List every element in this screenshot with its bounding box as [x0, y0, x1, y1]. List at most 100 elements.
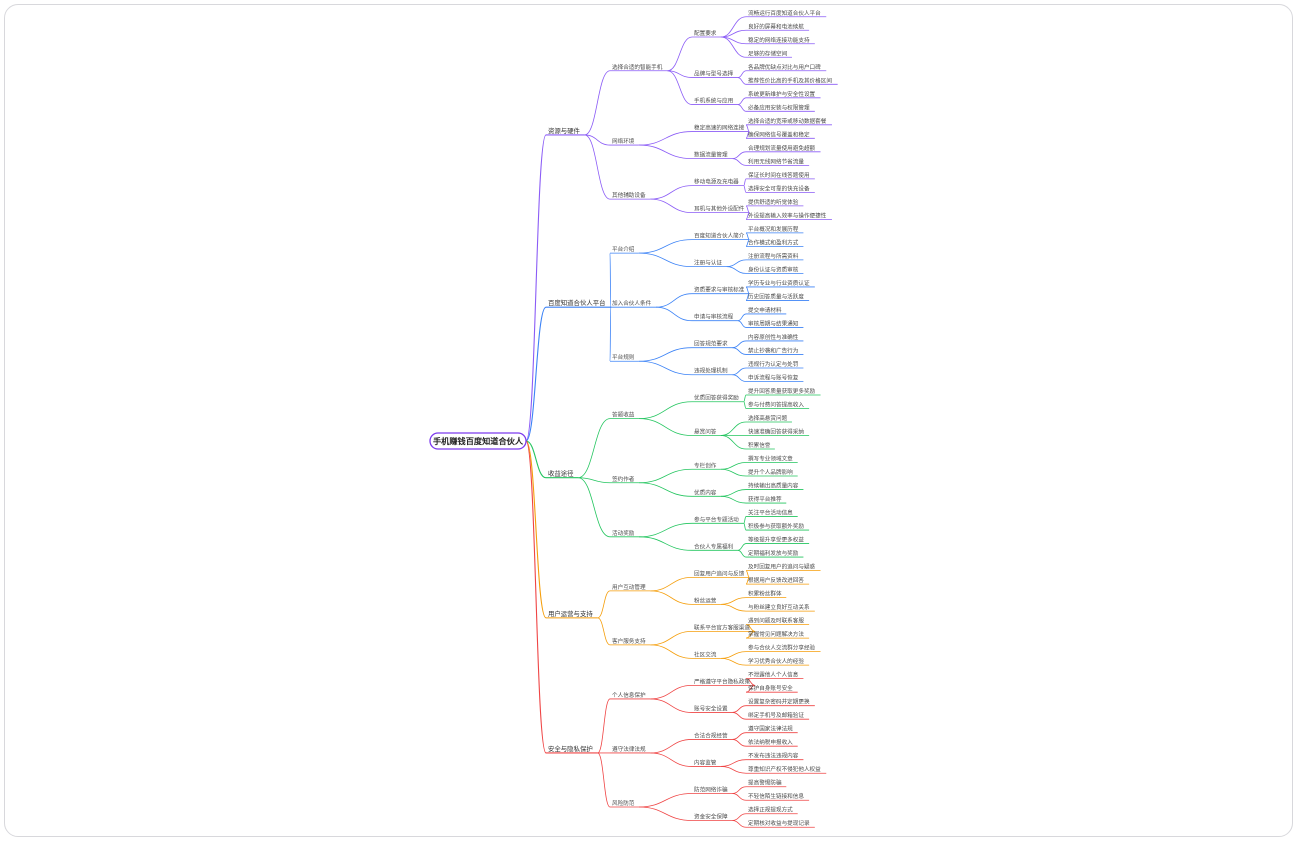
node-label[interactable]: 尊重知识产权不侵犯他人权益: [748, 765, 821, 773]
node-label[interactable]: 联系平台官方客服渠道: [694, 623, 750, 631]
node-label[interactable]: 历史回答质量与活跃度: [748, 292, 804, 300]
node-label[interactable]: 积累信誉: [748, 441, 771, 449]
node-label[interactable]: 合伙人专属福利: [694, 542, 734, 550]
node-label[interactable]: 稳定高速的网络连接: [694, 124, 745, 132]
node-label[interactable]: 提升个人品牌影响: [748, 468, 793, 476]
node-label[interactable]: 网络环境: [612, 137, 635, 145]
node-label[interactable]: 撰写专业领域文章: [748, 455, 793, 463]
node-label[interactable]: 优质内容: [694, 488, 717, 496]
node-label[interactable]: 设置复杂密码并定期更换: [748, 698, 810, 706]
node-label[interactable]: 风险防范: [612, 799, 635, 807]
node-label[interactable]: 答题收益: [612, 411, 635, 419]
node-label[interactable]: 获得平台推荐: [748, 495, 782, 503]
node-label[interactable]: 等级提升享受更多权益: [748, 536, 804, 544]
node-label[interactable]: 积累粉丝群体: [748, 590, 782, 598]
node-label[interactable]: 专栏创作: [694, 461, 717, 469]
node-label[interactable]: 系统更新维护与安全性设置: [748, 90, 816, 98]
node-label[interactable]: 品牌与型号选择: [694, 70, 734, 78]
node-label[interactable]: 足够的存储空间: [748, 49, 788, 57]
node-label[interactable]: 资金安全保障: [694, 812, 728, 820]
node-label[interactable]: 定期核对收益与提现记录: [748, 819, 810, 827]
node-label[interactable]: 悬赏问答: [694, 428, 717, 436]
node-label[interactable]: 平台介绍: [612, 245, 635, 253]
node-label[interactable]: 不泄露他人个人信息: [748, 671, 799, 679]
node-label[interactable]: 及时回复用户的追问与疑惑: [748, 563, 816, 571]
root-node[interactable]: [429, 432, 527, 450]
node-label[interactable]: 身份认证与资质审核: [748, 265, 799, 273]
node-label[interactable]: 选择正规提现方式: [748, 806, 793, 814]
node-label[interactable]: 确保网络信号覆盖和稳定: [748, 130, 810, 138]
node-label[interactable]: 选择合适的智能手机: [612, 63, 663, 71]
node-label[interactable]: 定期福利发放与奖励: [748, 549, 799, 557]
node-label[interactable]: 合理规划流量使用避免超额: [748, 144, 816, 152]
node-label[interactable]: 积极参与获取额外奖励: [748, 522, 804, 530]
node-label[interactable]: 账号安全设置: [694, 704, 728, 712]
node-label[interactable]: 持续输出高质量内容: [748, 482, 799, 490]
node-label[interactable]: 个人信息保护: [612, 691, 646, 699]
node-label[interactable]: 注册流程与所需资料: [748, 252, 799, 260]
node-label[interactable]: 遵守国家法律法规: [748, 725, 793, 733]
node-label[interactable]: 社区交流: [694, 650, 717, 658]
node-label[interactable]: 优质回答获得奖励: [694, 394, 739, 402]
node-label[interactable]: 选择高悬赏问题: [748, 414, 788, 422]
node-label[interactable]: 各品牌优缺点对比与用户口碑: [748, 63, 821, 71]
node-label[interactable]: 推荐性价比高的手机及其价格区间: [748, 76, 832, 84]
node-label[interactable]: 学习优秀合伙人的经验: [748, 657, 804, 665]
node-label[interactable]: 其他辅助设备: [612, 191, 646, 199]
node-label[interactable]: 平台规则: [612, 353, 635, 361]
node-label[interactable]: 遵守法律法规: [612, 745, 646, 753]
node-label[interactable]: 资质要求与审核标准: [694, 286, 745, 294]
node-label[interactable]: 禁止抄袭和广告行为: [748, 346, 799, 354]
node-label[interactable]: 内容监管: [694, 758, 717, 766]
node-label[interactable]: 参与付费问答提高收入: [748, 400, 804, 408]
node-label[interactable]: 提升回答质量获取更多奖励: [748, 387, 816, 395]
node-label[interactable]: 签约作者: [612, 475, 635, 483]
node-label[interactable]: 根据用户反馈改进回答: [748, 576, 804, 584]
node-label[interactable]: 合法合规经营: [694, 731, 728, 739]
node-label[interactable]: 用户互动管理: [612, 583, 646, 591]
node-label[interactable]: 粉丝运营: [694, 596, 717, 604]
node-label[interactable]: 内容原创性与准确性: [748, 333, 799, 341]
node-label[interactable]: 提供舒适的听觉体验: [748, 198, 799, 206]
branch-label[interactable]: 资源与硬件: [548, 126, 581, 135]
node-label[interactable]: 防范网络诈骗: [694, 785, 728, 793]
node-label[interactable]: 百度知道合伙人简介: [694, 232, 745, 240]
node-label[interactable]: 保护自身账号安全: [748, 684, 793, 692]
node-label[interactable]: 数据流量管理: [694, 151, 728, 159]
node-label[interactable]: 严格遵守平台隐私政策: [694, 677, 750, 685]
node-label[interactable]: 手机系统与应用: [694, 97, 733, 105]
node-label[interactable]: 回复用户追问与反馈: [694, 569, 745, 577]
node-label[interactable]: 利用无线网络节省流量: [748, 157, 804, 165]
node-label[interactable]: 平台概况和发展历程: [748, 225, 799, 233]
node-label[interactable]: 外设提高输入效率与操作便捷性: [748, 211, 827, 219]
node-label[interactable]: 注册与认证: [694, 259, 722, 267]
node-label[interactable]: 选择安全可靠的快充设备: [748, 184, 810, 192]
node-label[interactable]: 回答规范要求: [694, 340, 728, 348]
node-label[interactable]: 申请与审核流程: [694, 313, 734, 321]
node-label[interactable]: 稳定的网络连接功能支持: [748, 36, 810, 44]
node-label[interactable]: 选择合适的宽带或移动数据套餐: [748, 117, 827, 125]
node-label[interactable]: 审核周期与结果通知: [748, 319, 799, 327]
node-label[interactable]: 参与平台专题活动: [694, 515, 739, 523]
node-label[interactable]: 合作模式和盈利方式: [748, 238, 799, 246]
node-label[interactable]: 良好的屏幕和电池续航: [748, 22, 804, 30]
node-label[interactable]: 提交申请材料: [748, 306, 782, 314]
node-label[interactable]: 必备应用安装与权限管理: [748, 103, 810, 111]
branch-label[interactable]: 百度知道合伙人平台: [548, 298, 606, 307]
node-label[interactable]: 保证长时间在线答题使用: [748, 171, 810, 179]
node-label[interactable]: 加入合伙人条件: [612, 299, 652, 307]
node-label[interactable]: 关注平台活动信息: [748, 509, 793, 517]
node-label[interactable]: 配置要求: [694, 29, 717, 37]
node-label[interactable]: 流畅运行百度知道合伙人平台: [748, 9, 821, 17]
node-label[interactable]: 依法纳税申报收入: [748, 738, 793, 746]
node-label[interactable]: 与粉丝建立良好互动关系: [748, 603, 810, 611]
node-label[interactable]: 不发布违法违规内容: [748, 752, 799, 760]
node-label[interactable]: 客户服务支持: [612, 637, 646, 645]
node-label[interactable]: 学历专业与行业资质认证: [748, 279, 810, 287]
node-label[interactable]: 绑定手机号及邮箱验证: [748, 711, 804, 719]
branch-label[interactable]: 安全与隐私保护: [548, 744, 593, 753]
node-label[interactable]: 快速准确回答获得采纳: [748, 428, 804, 436]
node-label[interactable]: 耳机与其他外设配件: [694, 205, 745, 213]
node-label[interactable]: 提高警惕防骗: [748, 779, 782, 787]
